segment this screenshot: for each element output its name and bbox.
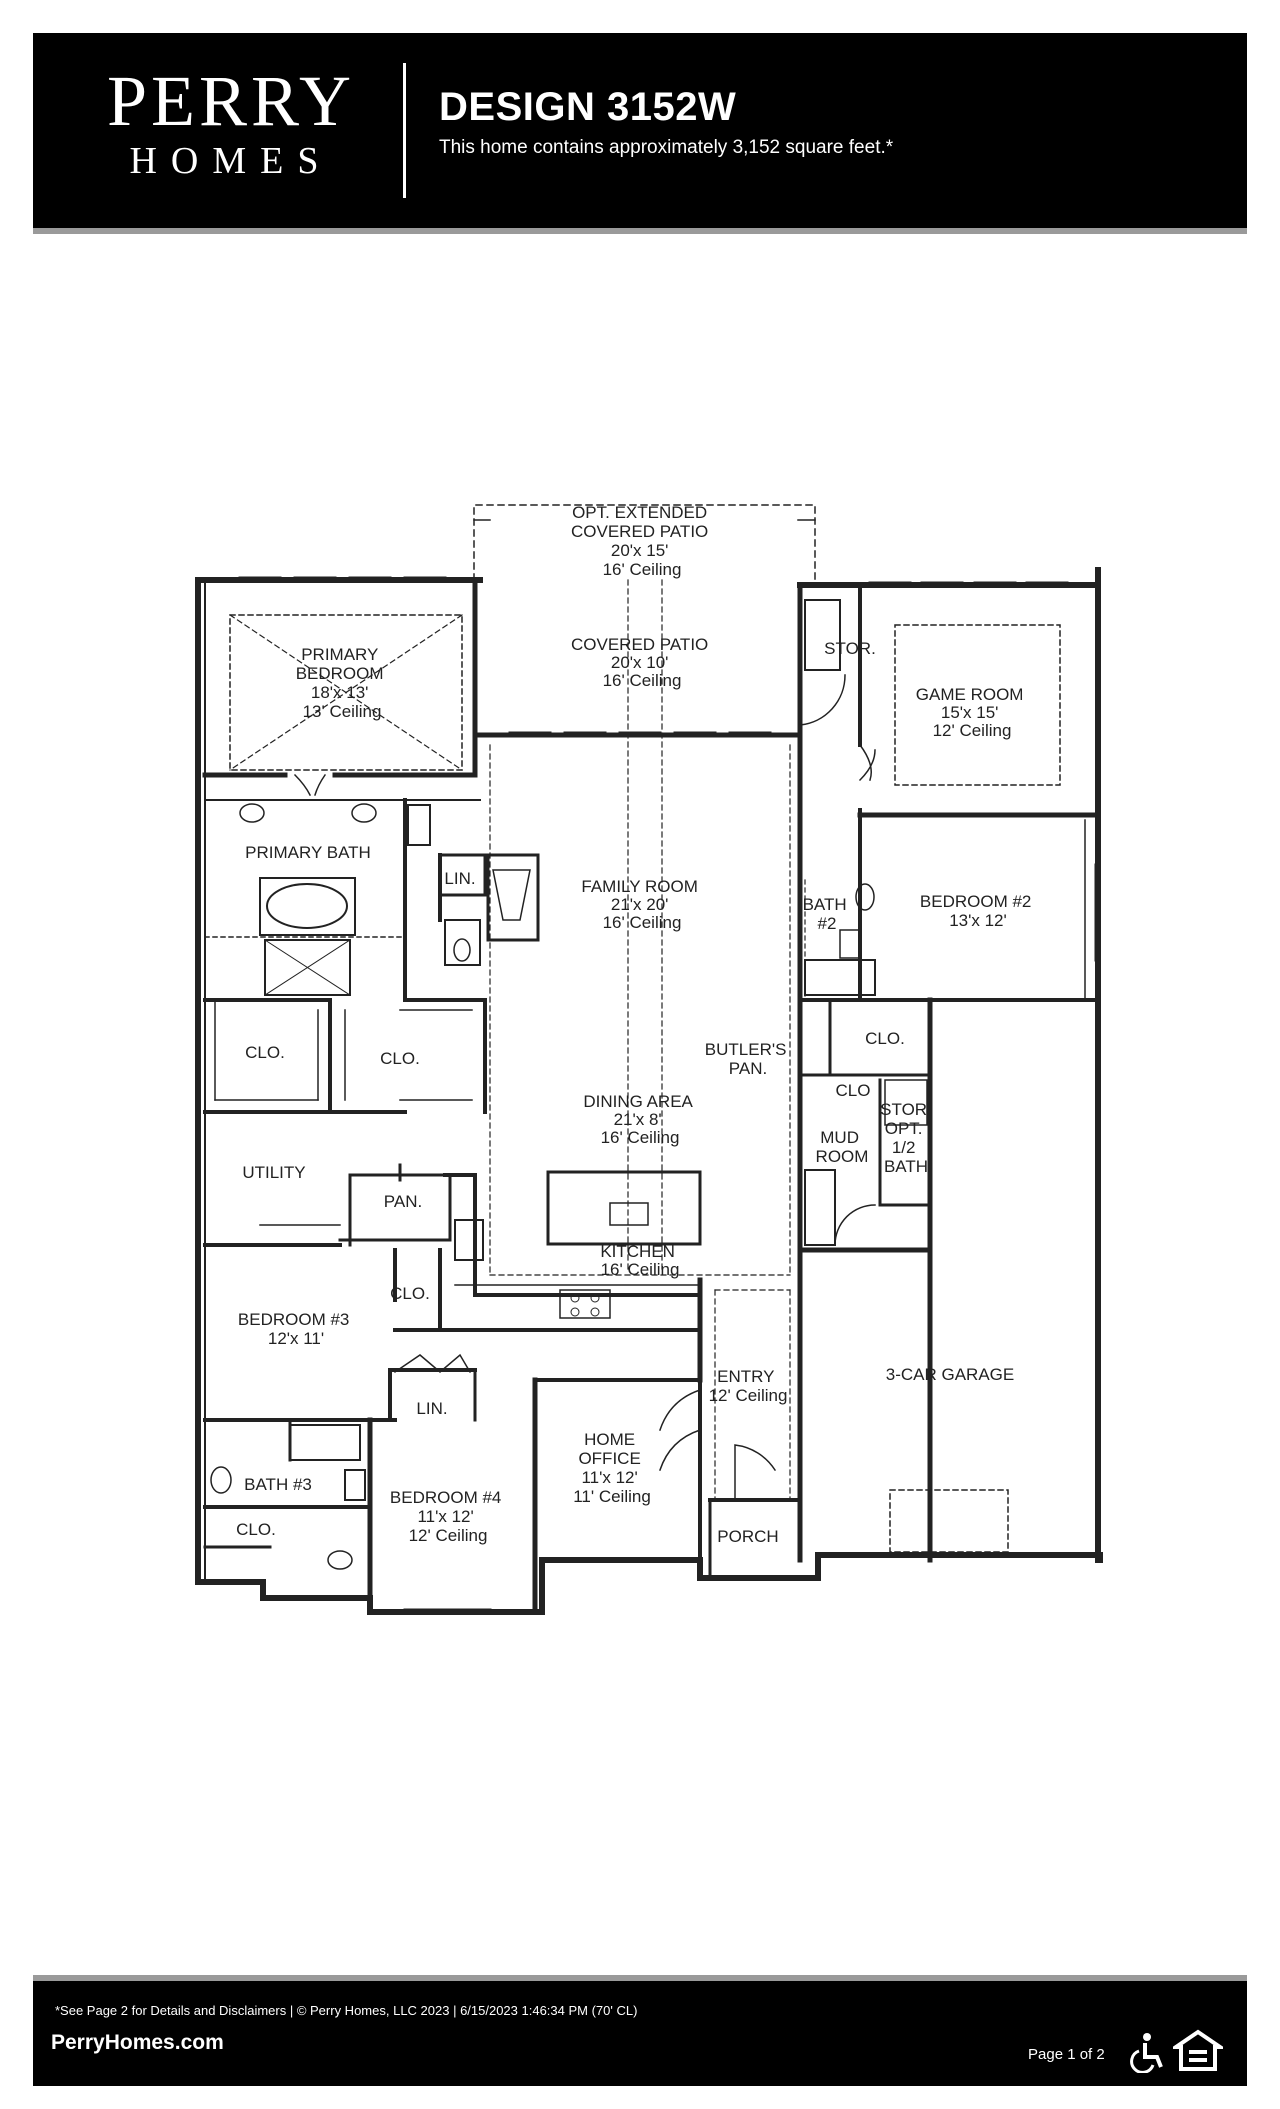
kitchen-line2: 16' Ceiling	[601, 1260, 680, 1279]
header-banner: PERRY HOMES DESIGN 3152W This home conta…	[33, 33, 1247, 234]
opt-patio-line3: 20'x 15'	[611, 541, 669, 560]
label-clo-e: CLO.	[236, 1520, 276, 1539]
stor-half-bath-line1: STOR	[880, 1100, 927, 1119]
disclaimer-text: *See Page 2 for Details and Disclaimers …	[55, 2003, 638, 2018]
page-number: Page 1 of 2	[1028, 2046, 1105, 2063]
stor-half-bath-line3: 1/2	[892, 1138, 916, 1157]
mud-room-line2: ROOM	[816, 1147, 869, 1166]
butlers-pan-line2: PAN.	[729, 1059, 767, 1078]
header-divider	[403, 63, 406, 198]
covered-patio-line3: 16' Ceiling	[603, 671, 682, 690]
stor-half-bath-line2: OPT.	[885, 1119, 923, 1138]
primary-bedroom-line3: 18'x 13'	[311, 683, 369, 702]
design-title: DESIGN 3152W	[439, 85, 737, 129]
label-utility: UTILITY	[242, 1163, 305, 1182]
butlers-pan-line1: BUTLER'S	[705, 1040, 787, 1059]
label-entry: ENTRY 12' Ceiling	[709, 1367, 788, 1405]
label-clo-small: CLO	[836, 1081, 871, 1100]
stor-half-bath-line4: BATH	[884, 1157, 928, 1176]
label-bedroom-2: BEDROOM #2 13'x 12'	[920, 892, 1036, 930]
label-mud-room: MUD ROOM	[816, 1128, 869, 1166]
perry-homes-logo: PERRY HOMES	[61, 63, 401, 183]
design-subtitle: This home contains approximately 3,152 s…	[439, 137, 894, 158]
dining-area-line1: DINING AREA	[583, 1092, 693, 1111]
label-porch: PORCH	[717, 1527, 778, 1546]
opt-patio-line1: OPT. EXTENDED	[572, 503, 707, 522]
label-covered-patio: COVERED PATIO 20'x 10' 16' Ceiling	[571, 635, 713, 690]
website-link[interactable]: PerryHomes.com	[51, 2031, 224, 2054]
label-clo-a: CLO.	[245, 1043, 285, 1062]
home-office-line4: 11' Ceiling	[573, 1487, 651, 1506]
game-room-line2: 15'x 15'	[941, 703, 999, 722]
label-bedroom-4: BEDROOM #4 11'x 12' 12' Ceiling	[390, 1488, 506, 1545]
bedroom-2-line2: 13'x 12'	[949, 911, 1007, 930]
bedroom-4-line1: BEDROOM #4	[390, 1488, 501, 1507]
accessibility-icon	[1130, 2033, 1163, 2073]
family-room-line2: 21'x 20'	[611, 895, 669, 914]
label-opt-patio: OPT. EXTENDED COVERED PATIO 20'x 15' 16'…	[571, 503, 713, 579]
covered-patio-line2: 20'x 10'	[611, 653, 669, 672]
logo-homes: HOMES	[129, 140, 333, 182]
label-primary-bath: PRIMARY BATH	[245, 843, 371, 862]
game-room-line3: 12' Ceiling	[933, 721, 1012, 740]
footer-banner: *See Page 2 for Details and Disclaimers …	[33, 1975, 1247, 2086]
equal-housing-icon	[1173, 2029, 1223, 2071]
bedroom-4-line3: 12' Ceiling	[409, 1526, 488, 1545]
dining-area-line2: 21'x 8'	[614, 1110, 662, 1129]
bedroom-2-line1: BEDROOM #2	[920, 892, 1031, 911]
bath-2-line2: #2	[818, 914, 837, 933]
label-stor-half-bath: STOR OPT. 1/2 BATH	[880, 1100, 932, 1176]
bedroom-4-line2: 11'x 12'	[417, 1507, 473, 1526]
primary-bedroom-line2: BEDROOM	[296, 664, 384, 683]
label-stor-top: STOR.	[824, 639, 876, 658]
kitchen-line1: KITCHEN	[600, 1242, 675, 1261]
label-clo-c: CLO.	[865, 1029, 905, 1048]
label-clo-b: CLO.	[380, 1049, 420, 1068]
label-lin-1: LIN.	[444, 869, 475, 888]
label-butlers-pan: BUTLER'S PAN.	[705, 1040, 791, 1078]
family-room-line1: FAMILY ROOM	[581, 877, 698, 896]
label-garage: 3-CAR GARAGE	[886, 1365, 1014, 1384]
primary-bedroom-line1: PRIMARY	[301, 645, 378, 664]
label-bath-3: BATH #3	[244, 1475, 312, 1494]
home-office-line2: OFFICE	[578, 1449, 640, 1468]
bedroom-3-line2: 12'x 11'	[268, 1329, 324, 1348]
primary-bedroom-line4: 13' Ceiling	[303, 702, 382, 721]
opt-patio-line2: COVERED PATIO	[571, 522, 708, 541]
bath-2-line1: BATH	[803, 895, 847, 914]
label-lin-2: LIN.	[416, 1399, 447, 1418]
game-room-line1: GAME ROOM	[916, 685, 1024, 704]
label-game-room: GAME ROOM 15'x 15' 12' Ceiling	[916, 685, 1028, 740]
label-family-room: FAMILY ROOM 21'x 20' 16' Ceiling	[581, 877, 702, 932]
label-kitchen: KITCHEN 16' Ceiling	[600, 1242, 679, 1279]
home-office-line3: 11'x 12'	[581, 1468, 637, 1487]
label-home-office: HOME OFFICE 11'x 12' 11' Ceiling	[573, 1430, 651, 1506]
entry-line1: ENTRY	[717, 1367, 774, 1386]
covered-patio-line1: COVERED PATIO	[571, 635, 708, 654]
logo-perry: PERRY	[106, 61, 356, 141]
dining-area-line3: 16' Ceiling	[601, 1128, 680, 1147]
entry-line2: 12' Ceiling	[709, 1386, 788, 1405]
label-bath-2: BATH #2	[803, 895, 852, 933]
label-bedroom-3: BEDROOM #3 12'x 11'	[238, 1310, 354, 1348]
family-room-line3: 16' Ceiling	[603, 913, 682, 932]
label-dining-area: DINING AREA 21'x 8' 16' Ceiling	[583, 1092, 696, 1147]
home-office-line1: HOME	[584, 1430, 635, 1449]
bedroom-3-line1: BEDROOM #3	[238, 1310, 349, 1329]
mud-room-line1: MUD	[820, 1128, 859, 1147]
label-primary-bedroom: PRIMARY BEDROOM 18'x 13' 13' Ceiling	[296, 645, 389, 721]
label-clo-d: CLO.	[390, 1284, 430, 1303]
label-pan: PAN.	[384, 1192, 422, 1211]
opt-patio-line4: 16' Ceiling	[603, 560, 682, 579]
